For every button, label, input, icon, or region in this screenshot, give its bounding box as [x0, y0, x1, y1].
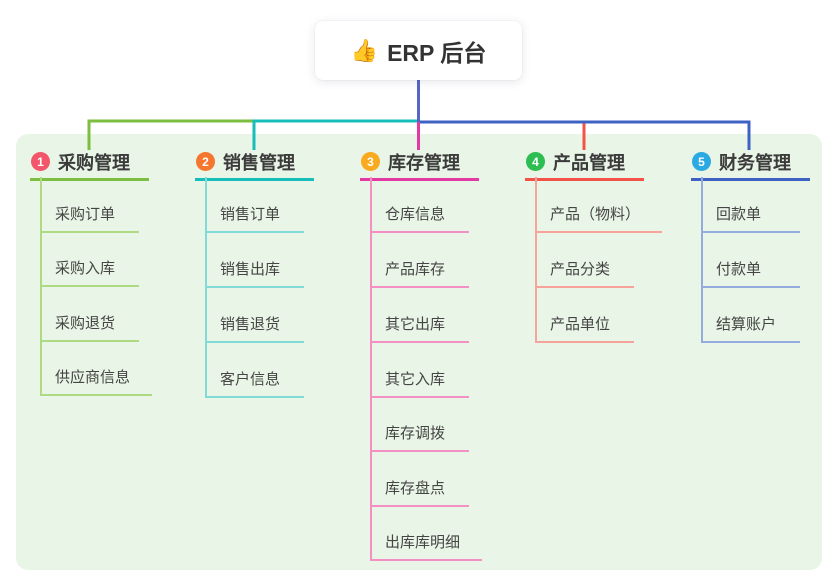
branch-4-label: 产品管理 [553, 152, 625, 173]
branch-node-sales[interactable]: 2 销售管理 [195, 149, 314, 181]
leaf-node[interactable]: 付款单 [701, 258, 800, 288]
leaf-node[interactable]: 其它入库 [370, 368, 469, 398]
leaf-node[interactable]: 销售订单 [205, 203, 304, 233]
root-node[interactable]: 👍 ERP 后台 [315, 21, 522, 80]
branch-3-label: 库存管理 [388, 152, 460, 173]
branch-1-label: 采购管理 [58, 152, 130, 173]
leaf-node[interactable]: 库存调拨 [370, 422, 469, 452]
leaf-node[interactable]: 出库库明细 [370, 531, 483, 561]
thumbs-up-icon: 👍 [350, 37, 379, 63]
branch-5-badge: 5 [692, 152, 711, 171]
leaf-node[interactable]: 回款单 [701, 203, 800, 233]
branch-node-inventory[interactable]: 3 库存管理 [360, 149, 479, 181]
leaf-node[interactable]: 产品单位 [535, 313, 634, 343]
leaf-node[interactable]: 供应商信息 [40, 366, 153, 396]
branch-1-badge: 1 [31, 152, 50, 171]
leaf-node[interactable]: 销售退货 [205, 313, 304, 343]
branch-3-badge: 3 [361, 152, 380, 171]
root-node-label: ERP 后台 [387, 39, 487, 66]
branch-4-spine [535, 177, 537, 342]
branch-node-finance[interactable]: 5 财务管理 [691, 149, 810, 181]
branch-3-spine [370, 177, 372, 560]
branch-5-label: 财务管理 [719, 152, 791, 173]
branch-4-badge: 4 [526, 152, 545, 171]
branch-node-product[interactable]: 4 产品管理 [525, 149, 644, 181]
leaf-node[interactable]: 客户信息 [205, 368, 304, 398]
leaf-node[interactable]: 结算账户 [701, 313, 800, 343]
branch-2-label: 销售管理 [223, 152, 295, 173]
leaf-node[interactable]: 采购订单 [40, 203, 139, 233]
branch-node-purchase[interactable]: 1 采购管理 [30, 149, 149, 181]
branch-5-spine [701, 177, 703, 342]
leaf-node[interactable]: 库存盘点 [370, 477, 469, 507]
leaf-node[interactable]: 产品（物料） [535, 203, 663, 233]
leaf-node[interactable]: 采购退货 [40, 312, 139, 342]
leaf-node[interactable]: 其它出库 [370, 313, 469, 343]
branch-2-badge: 2 [196, 152, 215, 171]
leaf-node[interactable]: 仓库信息 [370, 203, 469, 233]
leaf-node[interactable]: 产品分类 [535, 258, 634, 288]
leaf-node[interactable]: 产品库存 [370, 258, 469, 288]
leaf-node[interactable]: 采购入库 [40, 257, 139, 287]
leaf-node[interactable]: 销售出库 [205, 258, 304, 288]
branches-panel [16, 134, 822, 570]
